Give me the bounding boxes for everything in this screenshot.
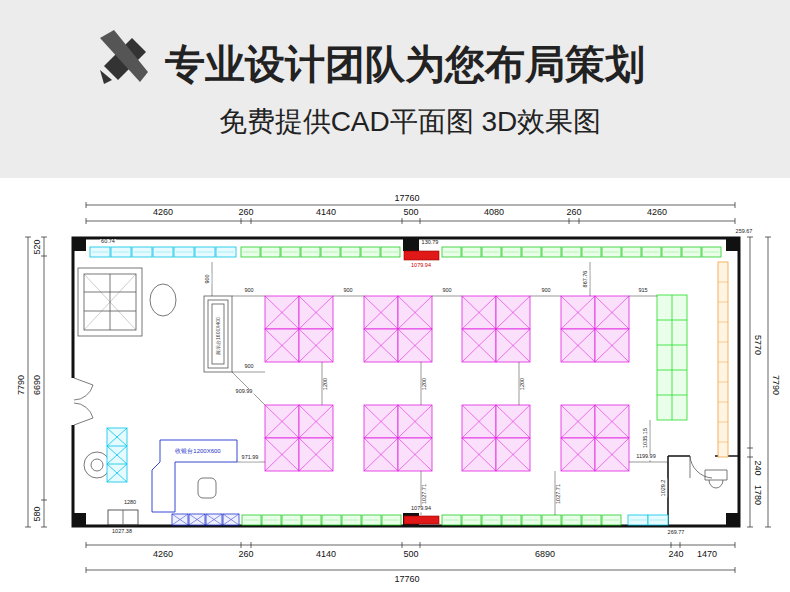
dimension-label: 269.77 [667,530,686,536]
dimension-label: 900 [540,288,551,294]
dimension-label: 展示台1600X400 [216,316,221,356]
dimension-label: 500 [403,550,418,559]
dimension-label: 520 [33,239,42,254]
doors [74,378,712,478]
dimension-label: 867.76 [583,270,589,289]
dimension-label: 1029.2 [661,479,667,498]
dimension-label: 260 [238,550,253,559]
dimension-label: 7790 [771,375,780,395]
dimension-label: 909.99 [235,389,254,395]
dimension-label: 260 [238,208,253,217]
dimension-label: 6890 [535,550,555,559]
dimension-label: 1027.71 [422,483,428,505]
dimension-label: 17760 [394,194,419,203]
dimension-label: 259.67 [735,229,754,235]
green-rack [657,295,687,420]
dimension-label: 4140 [316,550,336,559]
dimension-label: 1035.15 [643,427,649,449]
dimension-label: 1200 [323,377,329,391]
dimension-label: 130.79 [421,240,440,246]
cyan-cabinet [107,428,127,482]
dimension-label: 900 [243,288,254,294]
dimension-label: 240 [753,460,762,475]
header-icon [100,30,148,84]
dimension-label: 900 [441,288,452,294]
dimension-label: 971.99 [241,455,260,461]
page-title: 专业设计团队为您布局策划 [165,44,645,84]
dimension-label: 1470 [697,550,717,559]
dimension-label: 4260 [647,208,667,217]
dimension-label: 900 [342,288,353,294]
dimension-label: 915 [637,288,648,294]
dimension-label: 1027.38 [111,529,133,535]
dimension-label: 500 [403,208,418,217]
display-tables [265,296,629,471]
dimension-label: 900 [243,364,254,370]
walls [73,238,739,526]
dimension-label: 6690 [33,375,42,395]
header-band [0,0,790,178]
cashier-counter [152,440,237,512]
dimension-label: 17760 [394,575,419,584]
dimension-label: 4080 [484,208,504,217]
dimension-label: 260 [566,208,581,217]
dimension-label: 60.74 [100,239,116,245]
dimension-label: 1280 [123,500,137,506]
dimension-label: 4260 [153,550,173,559]
dimension-label: 1199.99 [635,454,656,460]
dimension-label: 收银台1200X600 [174,448,221,454]
columns [72,237,740,527]
dimension-label: 1079.94 [410,263,432,269]
dimension-label: 900 [205,273,211,284]
dimension-label: 1200 [520,377,526,391]
dimension-label: 1200 [422,377,428,391]
dimension-label: 1027.71 [556,483,562,505]
dimension-label: 1780 [753,485,762,505]
subtitle: 免费提供CAD平面图 3D效果图 [219,108,602,136]
dimension-lines [25,202,771,573]
dimension-label: 1079.94 [410,506,432,512]
dimension-label: 4140 [316,208,336,217]
dimension-label: 4260 [153,208,173,217]
dimension-label: 580 [33,506,42,521]
furniture [78,268,727,525]
dimension-label: 7790 [17,375,26,395]
wall-shelves [90,247,728,525]
leader-lines [212,262,668,515]
dimension-label: 5770 [753,335,762,355]
dimension-label: 240 [668,550,683,559]
